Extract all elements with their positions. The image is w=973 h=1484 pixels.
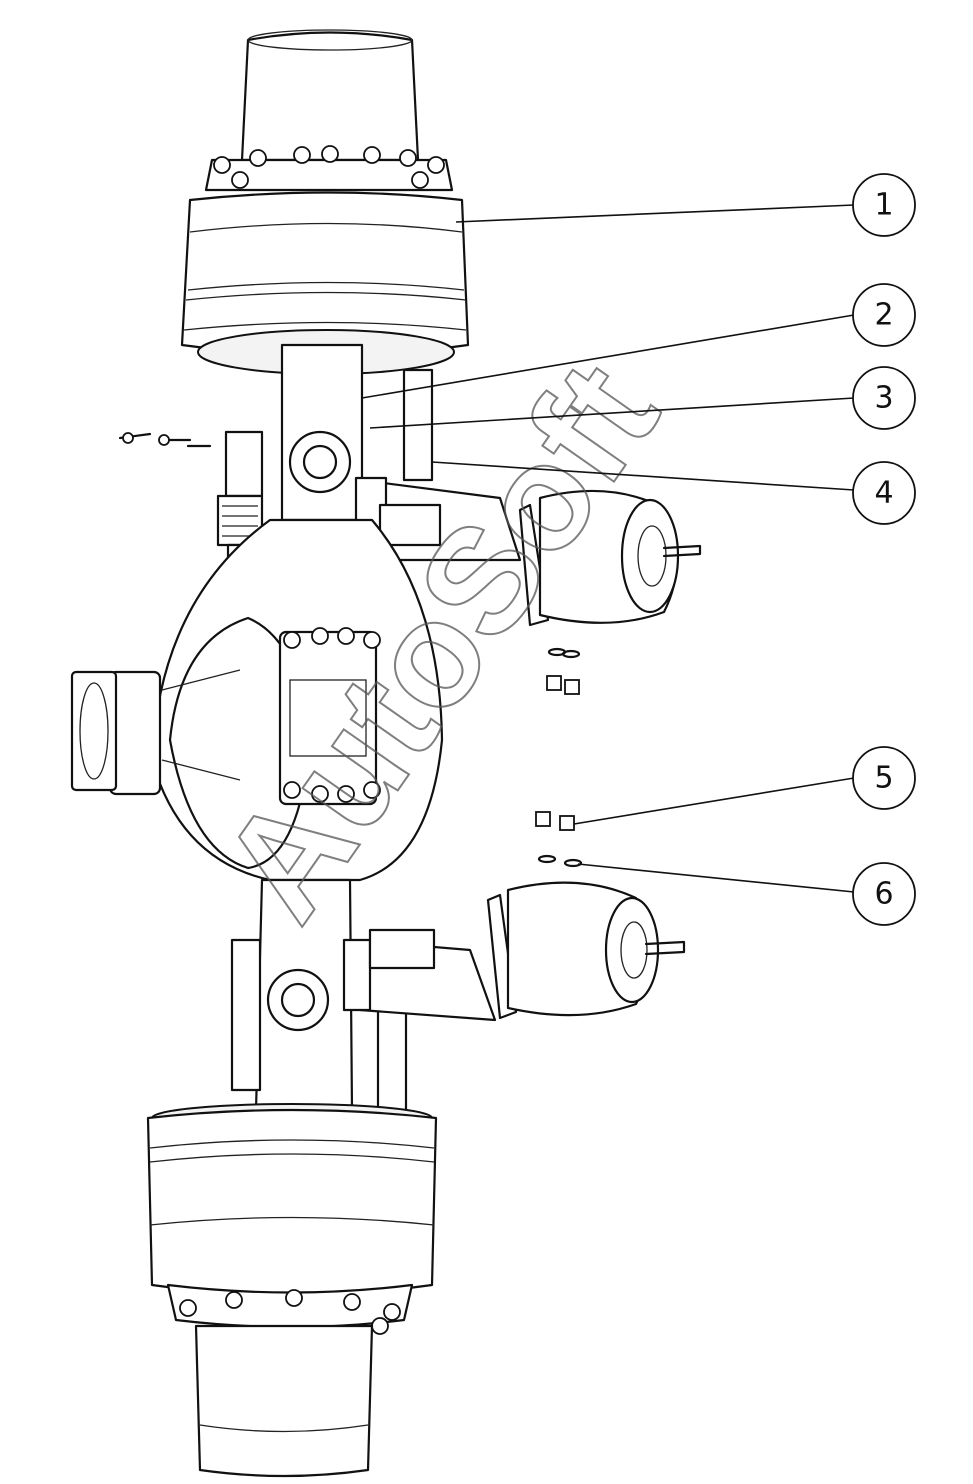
callout-label-5: 5 bbox=[874, 761, 893, 796]
top-hub-bolts bbox=[213, 145, 445, 189]
differential-housing bbox=[70, 518, 444, 882]
callout-6: 6 bbox=[852, 862, 916, 926]
lower-brake-chamber bbox=[486, 881, 686, 1020]
leader-lines bbox=[361, 204, 855, 893]
callout-label-6: 6 bbox=[874, 877, 893, 912]
leader-4 bbox=[431, 461, 855, 491]
lower-brake-linkage bbox=[342, 928, 497, 1114]
callout-3: 3 bbox=[852, 366, 916, 430]
callout-1: 1 bbox=[852, 173, 916, 237]
bottom-hub-drum bbox=[146, 1103, 438, 1478]
upper-brake-chamber bbox=[518, 489, 702, 627]
callout-label-4: 4 bbox=[874, 476, 893, 511]
upper-axle-tube bbox=[280, 343, 364, 522]
callout-label-3: 3 bbox=[874, 381, 893, 416]
lower-axle-tube bbox=[230, 878, 354, 1112]
loose-nuts-washers bbox=[535, 647, 583, 868]
leader-5 bbox=[573, 777, 855, 825]
washer-6b bbox=[563, 858, 583, 868]
callout-4: 4 bbox=[852, 461, 916, 525]
callout-5: 5 bbox=[852, 746, 916, 810]
callout-label-1: 1 bbox=[874, 188, 893, 223]
top-hub-drum bbox=[180, 29, 470, 375]
leader-2 bbox=[361, 314, 855, 399]
callout-label-2: 2 bbox=[874, 298, 893, 333]
nut-5a bbox=[535, 811, 551, 827]
bottom-hub-bolts bbox=[179, 1289, 401, 1335]
carrier-bolts bbox=[283, 627, 381, 803]
leader-1 bbox=[455, 204, 855, 223]
leader-6 bbox=[577, 863, 855, 893]
callout-2: 2 bbox=[852, 283, 916, 347]
washer-6a bbox=[537, 854, 557, 864]
nut-5b bbox=[559, 815, 575, 831]
leader-3 bbox=[369, 397, 855, 429]
upper-abs-sensor bbox=[118, 430, 264, 587]
